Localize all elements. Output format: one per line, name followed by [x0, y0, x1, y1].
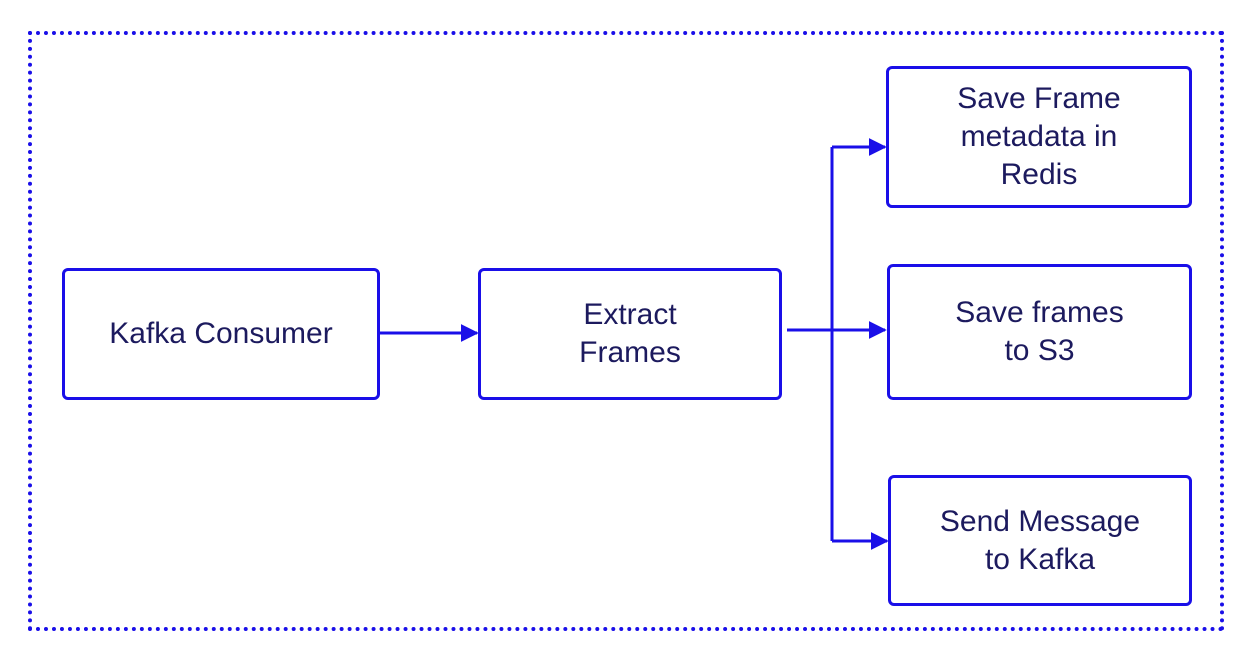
save-frames-s3-node: Save frames to S3 [887, 264, 1192, 400]
send-message-kafka-node: Send Message to Kafka [888, 475, 1192, 606]
kafka-consumer-node: Kafka Consumer [62, 268, 380, 400]
save-metadata-redis-node: Save Frame metadata in Redis [886, 66, 1192, 208]
save-metadata-redis-label: Save Frame metadata in Redis [957, 82, 1121, 191]
extract-frames-label: Extract Frames [579, 298, 681, 369]
extract-frames-node: Extract Frames [478, 268, 782, 400]
kafka-consumer-label: Kafka Consumer [109, 317, 333, 350]
send-message-kafka-label: Send Message to Kafka [939, 504, 1141, 576]
pipeline-boundary [28, 31, 1224, 631]
save-frames-s3-label: Save frames to S3 [955, 296, 1124, 367]
